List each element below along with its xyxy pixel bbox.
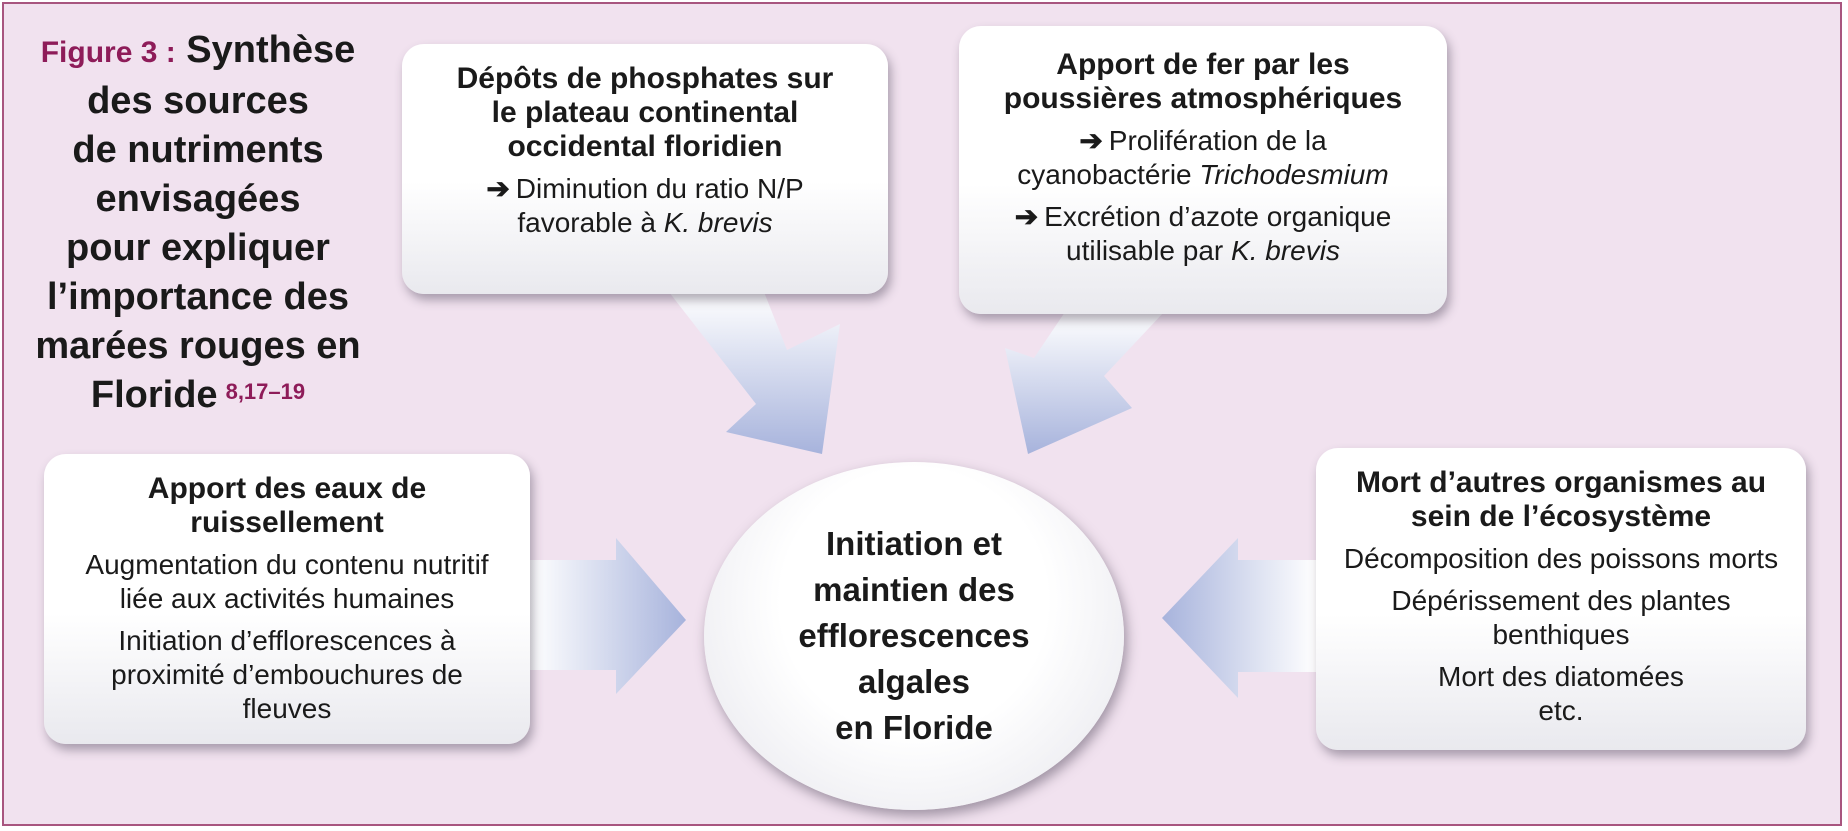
effect-text: Prolifération de la [1108,125,1327,156]
figure-label: Figure 3 : [40,36,176,69]
box-death-point-2: Dépérissement des plantes benthiques [1326,584,1796,652]
heading-line: Apport des eaux de [147,472,427,505]
box-runoff: Apport des eaux de ruissellement Augment… [44,454,530,744]
box-runoff-point-2: Initiation d’efflorescences à proximité … [54,624,520,726]
box-phosphate-deposits: Dépôts de phosphates sur le plateau cont… [402,44,888,294]
body-line: Augmentation du contenu nutritif [85,549,489,580]
effect-text: favorable à [517,207,664,238]
species-name: Trichodesmium [1199,159,1389,190]
title-line-2: des sources [87,80,309,122]
body-line: Initiation d’efflorescences à [118,625,456,656]
body-line: Mort des diatomées [1438,661,1684,692]
center-line: algales [858,663,970,700]
box-death-point-1: Décomposition des poissons morts [1326,542,1796,576]
heading-line: Apport de fer par les [1056,48,1350,81]
box-iron-heading: Apport de fer par les poussières atmosph… [969,48,1437,116]
heading-line: Dépôts de phosphates sur [456,62,834,95]
body-line: Dépérissement des plantes [1391,585,1731,616]
heading-line: ruissellement [190,506,384,539]
center-line: Initiation et [826,525,1002,562]
heading-line: occidental floridien [507,130,783,163]
body-line: benthiques [1492,619,1630,650]
body-line: proximité d’embouchures de [111,659,463,690]
center-line: maintien des [813,571,1015,608]
body-line: liée aux activités humaines [119,583,455,614]
body-line: Décomposition des poissons morts [1343,543,1779,574]
heading-line: sein de l’écosystème [1410,500,1712,533]
box-organism-death: Mort d’autres organismes au sein de l’éc… [1316,448,1806,750]
center-line: en Floride [835,709,993,746]
heading-line: le plateau continental [491,96,799,129]
figure-title: Figure 3 : Synthèse des sources de nutri… [18,26,378,420]
heading-line: Mort d’autres organismes au [1355,466,1767,499]
right-arrow-icon: ➔ [1014,201,1039,232]
center-text: Initiation et maintien des efflorescence… [754,521,1074,751]
center-line: efflorescences [798,617,1030,654]
box-runoff-point-1: Augmentation du contenu nutritif liée au… [54,548,520,616]
arrow-mort [1162,538,1316,698]
box-death-heading: Mort d’autres organismes au sein de l’éc… [1326,466,1796,534]
body-line: fleuves [242,693,332,724]
title-line-4: envisagées [95,178,301,220]
body-line: etc. [1538,695,1584,726]
right-arrow-icon: ➔ [486,173,510,204]
title-line-8: Floride [90,374,218,416]
box-death-point-3: Mort des diatomées etc. [1326,660,1796,728]
box-iron-effect-1: ➔Prolifération de la cyanobactérie Trich… [969,124,1437,192]
flow-arrows [530,292,1316,698]
center-bloom-ellipse: Initiation et maintien des efflorescence… [704,462,1124,810]
box-runoff-heading: Apport des eaux de ruissellement [54,472,520,540]
title-line-7: marées rouges en [35,325,361,367]
title-references: 8,17–19 [225,379,306,404]
effect-text: utilisable par [1066,235,1232,266]
box-phosphate-heading: Dépôts de phosphates sur le plateau cont… [412,62,878,164]
title-line-5: pour expliquer [66,227,330,269]
box-iron-effect-2: ➔Excrétion d’azote organique utilisable … [969,200,1437,268]
title-line-3: de nutriments [72,129,324,171]
right-arrow-icon: ➔ [1079,125,1103,156]
effect-text: Diminution du ratio N/P [515,173,804,204]
effect-text: Excrétion d’azote organique [1044,201,1392,232]
box-phosphate-effect: ➔Diminution du ratio N/P favorable à K. … [412,172,878,240]
effect-text: cyanobactérie [1017,159,1200,190]
species-name: K. brevis [663,207,773,238]
heading-line: poussières atmosphériques [1003,82,1403,115]
species-name: K. brevis [1231,235,1340,266]
box-iron-dust: Apport de fer par les poussières atmosph… [959,26,1447,314]
title-line-1: Synthèse [186,29,356,71]
arrow-phosphates [669,292,840,454]
arrow-ruissellement [530,538,686,694]
title-line-6: l’importance des [47,276,349,318]
arrow-fer [1005,312,1164,454]
